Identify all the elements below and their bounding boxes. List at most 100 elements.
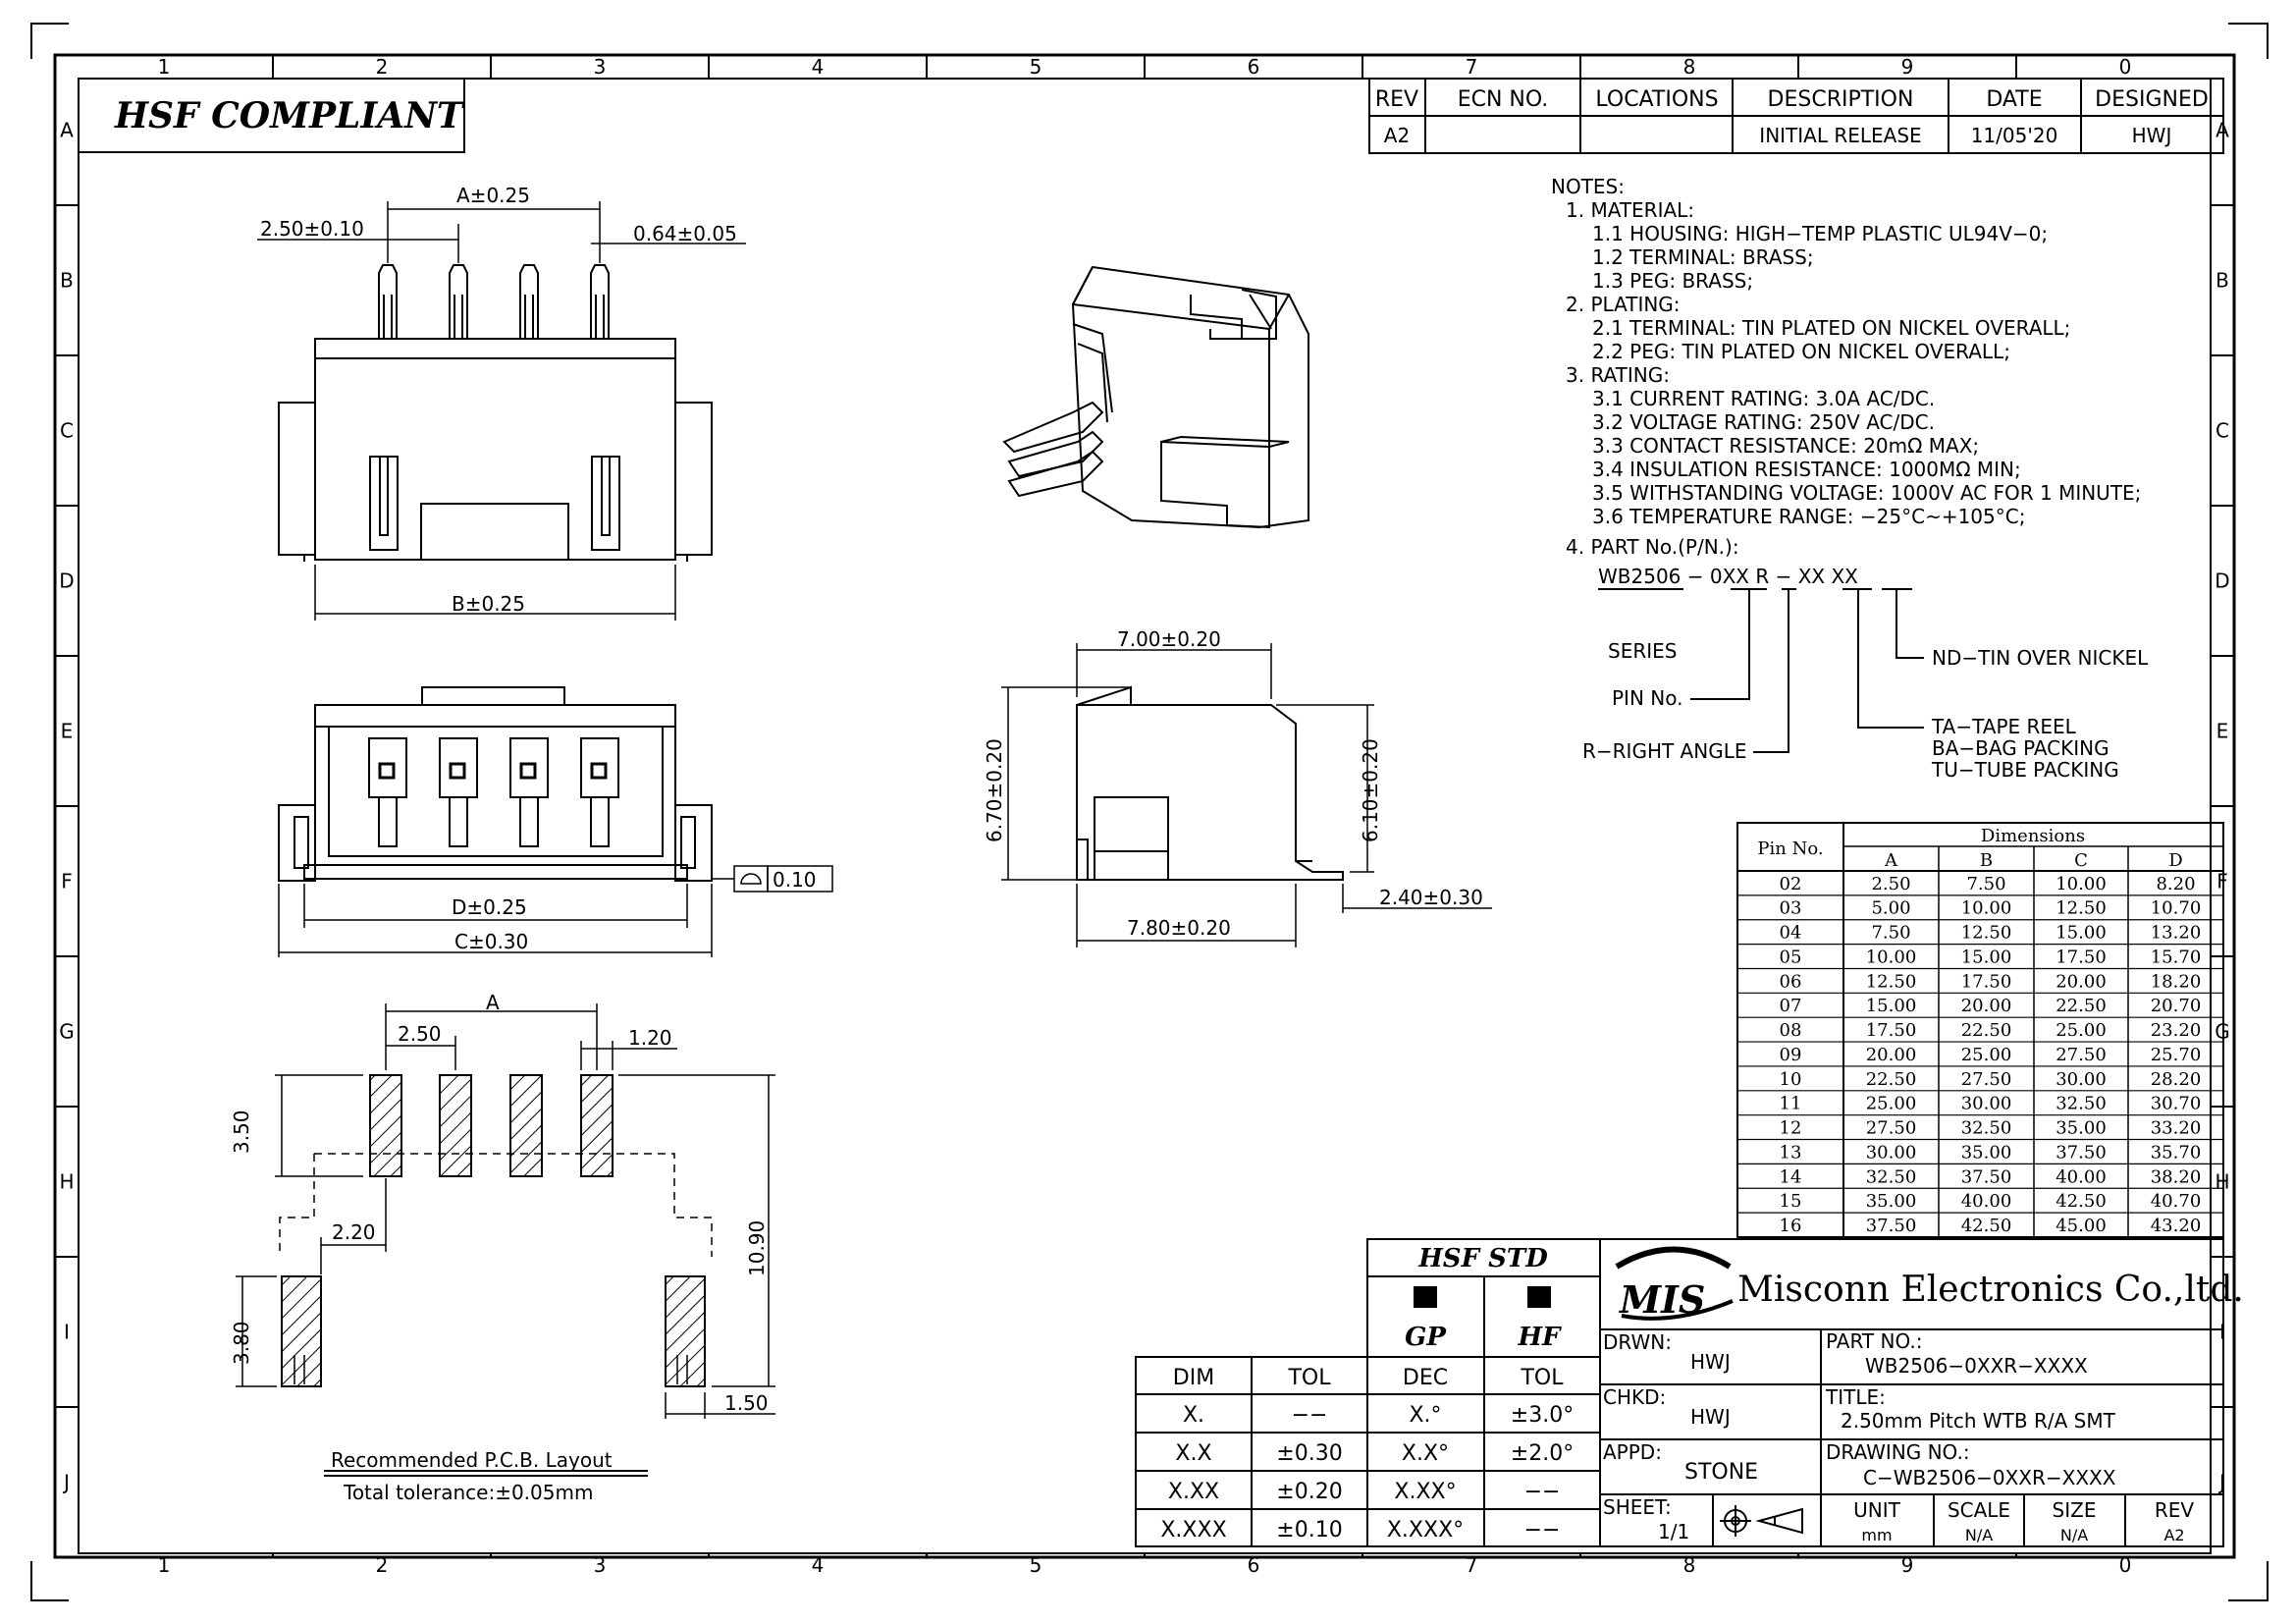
title-label: TITLE: bbox=[1825, 1385, 1886, 1409]
dimension-cell: 17.50 bbox=[1961, 971, 2012, 992]
pin-count-cell: 15 bbox=[1780, 1191, 1802, 1212]
dim-col-header: C bbox=[2074, 850, 2088, 871]
company-name: Misconn Electronics Co.,ltd. bbox=[1737, 1270, 2244, 1310]
dimension-cell: 20.00 bbox=[2056, 971, 2107, 992]
grid-col-label: 0 bbox=[2119, 55, 2132, 79]
dimension-cell: 40.00 bbox=[2056, 1166, 2107, 1187]
notes-line: 3.2 VOLTAGE RATING: 250V AC/DC. bbox=[1592, 410, 1935, 434]
part-code: WB2506 − 0XX R − XX XX bbox=[1598, 565, 1858, 588]
drawing-no-value: C−WB2506−0XXR−XXXX bbox=[1863, 1466, 2116, 1489]
front-view bbox=[278, 264, 713, 562]
dimension-cell: 15.00 bbox=[1961, 947, 2012, 967]
dimension-cell: 25.70 bbox=[2151, 1045, 2202, 1065]
grid-row-label: D bbox=[59, 569, 74, 593]
grid-col-label: 5 bbox=[1030, 55, 1042, 79]
grid-col-label: 2 bbox=[376, 1553, 389, 1577]
tolerance-cell: X.XXX° bbox=[1387, 1518, 1464, 1543]
grid-row-label: J bbox=[2217, 1471, 2225, 1494]
dimension-cell: 15.00 bbox=[1866, 996, 1917, 1016]
pin-count-cell: 06 bbox=[1780, 971, 1802, 992]
dimension-cell: 40.00 bbox=[1961, 1191, 2012, 1212]
pcb-caption: Recommended P.C.B. Layout bbox=[331, 1448, 613, 1472]
grid-col-label: 4 bbox=[812, 55, 825, 79]
grid-col-label: 1 bbox=[158, 55, 171, 79]
rev-header: REV bbox=[1375, 87, 1418, 112]
pin-count-cell: 16 bbox=[1780, 1216, 1802, 1236]
pin-count-cell: 05 bbox=[1780, 947, 1802, 967]
dim-b: B±0.25 bbox=[452, 592, 525, 616]
grid-col-label: 0 bbox=[2119, 1553, 2132, 1577]
designed-header: DESIGNED bbox=[2095, 87, 2209, 112]
dimension-cell: 23.20 bbox=[2151, 1020, 2202, 1041]
notes-line: 1.3 PEG: BRASS; bbox=[1592, 269, 1753, 293]
dimension-cell: 42.50 bbox=[1961, 1216, 2012, 1236]
notes-line: 1.2 TERMINAL: BRASS; bbox=[1592, 245, 1814, 269]
grid-col-label: 8 bbox=[1683, 55, 1696, 79]
tol-header: DEC bbox=[1403, 1366, 1448, 1390]
dimension-cell: 5.00 bbox=[1871, 898, 1910, 919]
rev-value: A2 bbox=[1384, 124, 1410, 147]
dimension-cell: 32.50 bbox=[1961, 1118, 2012, 1139]
drwn-label: DRWN: bbox=[1603, 1330, 1672, 1354]
pcb-layout bbox=[279, 1074, 713, 1387]
tolerance-cell: ±0.10 bbox=[1276, 1518, 1342, 1543]
grid-col-label: 9 bbox=[1901, 1553, 1914, 1577]
tolerance-cell: X. bbox=[1183, 1403, 1204, 1428]
chkd-value: HWJ bbox=[1690, 1405, 1731, 1429]
unit-value: mm bbox=[1861, 1526, 1892, 1544]
dimension-cell: 33.20 bbox=[2151, 1118, 2202, 1139]
appd-value: STONE bbox=[1684, 1460, 1758, 1485]
pcb-dim-pad-length: 3.50 bbox=[230, 1110, 253, 1154]
notes-line: 3.4 INSULATION RESISTANCE: 1000MΩ MIN; bbox=[1592, 458, 2021, 481]
pin-count-cell: 09 bbox=[1780, 1045, 1802, 1065]
dimension-cell: 37.50 bbox=[1866, 1216, 1917, 1236]
dimension-cell: 25.00 bbox=[2056, 1020, 2107, 1041]
packing-label: TU−TUBE PACKING bbox=[1931, 758, 2119, 782]
grid-row-label: A bbox=[60, 119, 74, 142]
size-label: SIZE bbox=[2053, 1498, 2097, 1522]
notes-line: 1. MATERIAL: bbox=[1566, 198, 1694, 222]
description-value: INITIAL RELEASE bbox=[1759, 124, 1921, 147]
dimension-cell: 13.20 bbox=[2151, 923, 2202, 944]
flatness-value: 0.10 bbox=[773, 868, 817, 892]
tolerance-cell: X.XX bbox=[1168, 1480, 1219, 1504]
grid-col-label: 8 bbox=[1683, 1553, 1696, 1577]
gp-label: GP bbox=[1405, 1323, 1447, 1352]
bottom-view bbox=[278, 686, 713, 882]
bottom-view-dimensions bbox=[278, 865, 833, 957]
dimension-cell: 28.20 bbox=[2151, 1069, 2202, 1090]
tolerance-cell: ±3.0° bbox=[1511, 1403, 1574, 1428]
pin-count-cell: 07 bbox=[1780, 996, 1802, 1016]
tolerance-table: HSF STD GP HF DIM TOL DEC TOL X.−−X.°±3.… bbox=[1135, 1238, 1601, 1547]
notes-line: NOTES: bbox=[1551, 175, 1625, 198]
pcb-dim-peg-length: 3.80 bbox=[230, 1321, 253, 1365]
drawing-no-label: DRAWING NO.: bbox=[1826, 1440, 1970, 1464]
dimension-cell: 22.50 bbox=[1961, 1020, 2012, 1041]
dimension-cell: 40.70 bbox=[2151, 1191, 2202, 1212]
pcb-tolerance: Total tolerance:±0.05mm bbox=[343, 1481, 593, 1504]
tolerance-cell: X.X° bbox=[1402, 1441, 1449, 1466]
pin-count-cell: 10 bbox=[1780, 1069, 1802, 1090]
compliance-box: HSF COMPLIANT bbox=[78, 78, 465, 153]
scale-label: SCALE bbox=[1948, 1498, 2010, 1522]
grid-col-label: 3 bbox=[594, 55, 607, 79]
grid-row-label: C bbox=[2216, 419, 2229, 443]
pin-count-cell: 08 bbox=[1780, 1020, 1802, 1041]
grid-col-label: 1 bbox=[158, 1553, 171, 1577]
dimension-cell: 25.00 bbox=[1961, 1045, 2012, 1065]
pcb-dim-pitch: 2.50 bbox=[398, 1022, 442, 1046]
part-number-key: WB2506 − 0XX R − XX XX SERIES PIN No. R−… bbox=[1582, 565, 2149, 782]
notes-line: 3.1 CURRENT RATING: 3.0A AC/DC. bbox=[1592, 387, 1935, 410]
logo-text: MIS bbox=[1618, 1277, 1705, 1322]
pin-count-cell: 14 bbox=[1780, 1166, 1802, 1187]
grid-col-label: 2 bbox=[376, 55, 389, 79]
